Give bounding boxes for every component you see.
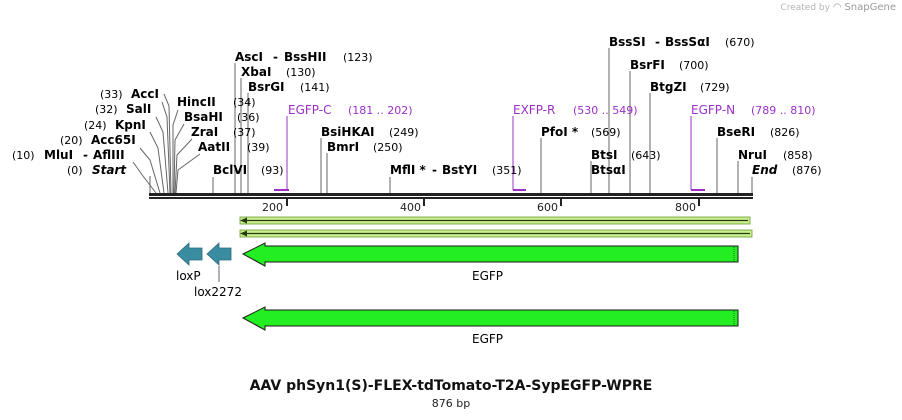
site-bsrfi: BsrFI	[630, 58, 665, 72]
site-bsahi: BsaHI	[184, 110, 223, 124]
site-mfli: MflI *	[390, 163, 426, 177]
site-aatii-pos: (39)	[247, 141, 270, 154]
credit-brand: SnapGene	[844, 2, 896, 13]
site-aatii: AatII	[198, 140, 230, 154]
site-xbai: XbaI	[241, 65, 271, 79]
primer-markers	[274, 116, 705, 191]
site-bsssai: BssSαI	[665, 35, 710, 49]
site-btgzi-pos: (729)	[700, 81, 730, 94]
svg-text:-: -	[273, 50, 278, 64]
site-bsihkai-pos: (249)	[389, 126, 419, 139]
site-pfoi: PfoI *	[541, 125, 579, 139]
site-bsssi-pos: (670)	[725, 36, 755, 49]
site-zrai-pos: (37)	[233, 126, 256, 139]
site-bseri: BseRI	[717, 125, 755, 139]
primer-exfp-r: EXFP-R	[513, 103, 555, 117]
primer-egfp-n: EGFP-N	[691, 103, 735, 117]
plasmid-title: AAV phSyn1(S)-FLEX-tdTomato-T2A-SypEGFP-…	[249, 378, 653, 394]
primer-egfp-c: EGFP-C	[288, 103, 331, 117]
site-bmri-pos: (250)	[373, 141, 403, 154]
site-afliii: AflIII	[93, 148, 125, 162]
site-asci: AscI	[235, 50, 263, 64]
site-connectors	[132, 48, 753, 194]
site-end: End	[752, 163, 778, 177]
site-bsihkai: BsiHKAI	[321, 125, 375, 139]
site-bsrgi: BsrGI	[248, 80, 285, 94]
plasmid-length: 876 bp	[431, 397, 471, 410]
site-btsi-pos: (643)	[631, 149, 661, 162]
backbone-line-lower	[149, 197, 753, 199]
primer-binding-bars	[239, 216, 753, 238]
ruler: 200 400 600 800	[262, 199, 700, 214]
feature-egfp-label-1: EGFP	[472, 269, 503, 283]
ruler-tick-label: 600	[537, 201, 558, 214]
site-bsshii: BssHII	[284, 50, 326, 64]
primer-exfp-r-range: (530 .. 549)	[573, 104, 638, 117]
site-bsrfi-pos: (700)	[679, 59, 709, 72]
ruler-tick-label: 800	[675, 201, 696, 214]
site-kpni: KpnI	[115, 118, 146, 132]
site-bstyi: BstYI	[442, 163, 477, 177]
svg-text:-: -	[432, 163, 437, 177]
site-kpni-pos: (24)	[84, 119, 107, 132]
feature-loxp-label: loxP	[176, 269, 201, 283]
site-sali-pos: (32)	[95, 103, 118, 116]
egfp-feature-arrow-1[interactable]	[241, 242, 739, 267]
credit-prefix: Created by	[780, 3, 830, 13]
site-btgzi: BtgZI	[650, 80, 687, 94]
site-nrui-pos: (858)	[783, 149, 813, 162]
site-mlui-pos: (10)	[12, 149, 35, 162]
site-bclvi: BclVI	[213, 163, 247, 177]
site-zrai: ZraI	[191, 125, 218, 139]
site-nrui: NruI	[738, 148, 767, 162]
site-acci: AccI	[131, 87, 159, 101]
ruler-tick-label: 200	[262, 201, 283, 214]
site-btsai: BtsαI	[591, 163, 626, 177]
lox2272-arrow-icon[interactable]	[206, 242, 232, 266]
site-sali: SalI	[126, 102, 151, 116]
site-acc65i-pos: (20)	[60, 134, 83, 147]
site-btsi: BtsI	[591, 148, 618, 162]
site-hincii-pos: (34)	[233, 96, 256, 109]
site-acc65i: Acc65I	[91, 133, 136, 147]
loxp-arrow-icon[interactable]	[176, 242, 203, 266]
feature-egfp-label-2: EGFP	[472, 332, 503, 346]
site-bseri-pos: (826)	[770, 126, 800, 139]
ruler-tick-label: 400	[400, 201, 421, 214]
site-start: Start	[92, 163, 127, 177]
primer-egfp-c-range: (181 .. 202)	[348, 104, 413, 117]
site-mfli-pos: (351)	[492, 164, 522, 177]
site-end-pos: (876)	[792, 164, 822, 177]
site-bclvi-pos: (93)	[261, 164, 284, 177]
snapgene-logo-icon: ◠	[832, 2, 842, 13]
site-xbai-pos: (130)	[286, 66, 316, 79]
site-bsrgi-pos: (141)	[300, 81, 330, 94]
site-acci-pos: (33)	[100, 88, 123, 101]
site-bsahi-pos: (36)	[237, 111, 260, 124]
site-bsssi: BssSI	[609, 35, 646, 49]
snapgene-credit: Created by ◠ SnapGene	[780, 2, 896, 13]
site-hincii: HincII	[177, 95, 216, 109]
site-mlui: MluI	[44, 148, 73, 162]
primer-egfp-n-range: (789 .. 810)	[751, 104, 816, 117]
feature-lox2272-label: lox2272	[194, 285, 242, 299]
svg-text:-: -	[83, 148, 88, 162]
egfp-feature-arrow-2[interactable]	[241, 306, 739, 331]
svg-text:-: -	[655, 35, 660, 49]
site-bmri: BmrI	[327, 140, 359, 154]
backbone-line	[149, 193, 753, 196]
site-pfoi-pos: (569)	[591, 126, 621, 139]
site-asci-pos: (123)	[343, 51, 373, 64]
site-start-pos: (0)	[67, 164, 83, 177]
